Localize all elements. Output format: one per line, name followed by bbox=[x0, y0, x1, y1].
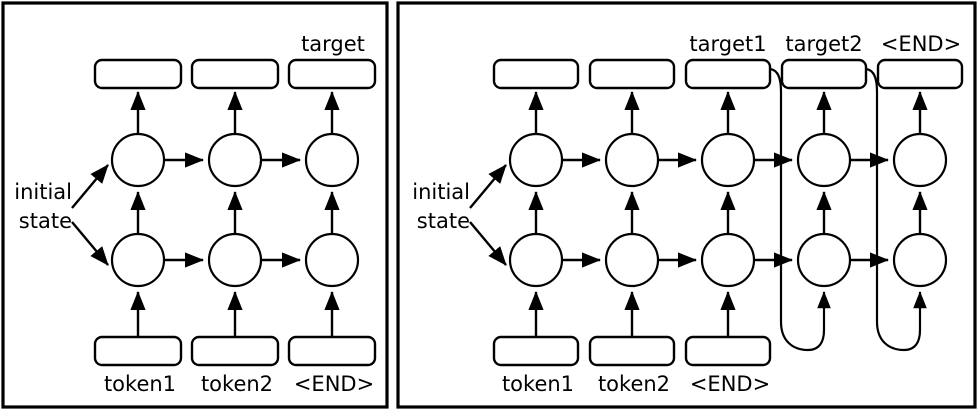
input-box-left-1[interactable] bbox=[93, 335, 183, 367]
hidden-node-top-right-1[interactable] bbox=[508, 132, 564, 188]
edge-initial-state-bottom-left bbox=[71, 221, 109, 266]
output-box-left-3[interactable] bbox=[287, 58, 377, 90]
hidden-node-bottom-right-4[interactable] bbox=[796, 232, 852, 288]
panel-border-right bbox=[396, 1, 977, 409]
training-panel: target initial state token1 token2 <END> bbox=[1, 1, 389, 409]
output-label-right-end: <END> bbox=[881, 32, 961, 56]
hidden-node-top-left-1[interactable] bbox=[110, 132, 166, 188]
output-box-right-5[interactable] bbox=[876, 58, 964, 90]
input-label-left-token2: token2 bbox=[201, 372, 273, 396]
input-box-left-2[interactable] bbox=[190, 335, 280, 367]
hidden-node-bottom-right-2[interactable] bbox=[604, 232, 660, 288]
initial-state-label-line2-right: state bbox=[417, 209, 470, 233]
hidden-node-bottom-left-2[interactable] bbox=[207, 232, 263, 288]
hidden-node-bottom-right-1[interactable] bbox=[508, 232, 564, 288]
input-box-right-3[interactable] bbox=[684, 335, 772, 367]
input-box-left-3[interactable] bbox=[287, 335, 377, 367]
feedback-loop-right-1 bbox=[769, 67, 831, 352]
feedback-loop-right-2 bbox=[865, 67, 927, 352]
initial-state-label-line2-left: state bbox=[19, 209, 72, 233]
inference-panel: target1 target2 <END> initial state toke… bbox=[396, 1, 977, 409]
initial-state-label-line1-right: initial bbox=[412, 180, 470, 204]
edge-initial-state-top-left bbox=[71, 164, 109, 209]
input-label-right-token1: token1 bbox=[502, 372, 574, 396]
initial-state-label-line1-left: initial bbox=[14, 180, 72, 204]
input-label-left-token1: token1 bbox=[104, 372, 176, 396]
hidden-node-top-left-3[interactable] bbox=[304, 132, 360, 188]
output-label-right-target1: target1 bbox=[689, 32, 766, 56]
edge-initial-state-bottom-right bbox=[469, 221, 507, 266]
input-box-right-2[interactable] bbox=[588, 335, 676, 367]
input-label-left-end: <END> bbox=[294, 372, 374, 396]
output-box-right-2[interactable] bbox=[588, 58, 676, 90]
hidden-node-top-right-5[interactable] bbox=[892, 132, 948, 188]
edge-initial-state-top-right bbox=[469, 164, 507, 209]
output-box-right-1[interactable] bbox=[492, 58, 580, 90]
hidden-node-top-right-2[interactable] bbox=[604, 132, 660, 188]
output-box-left-1[interactable] bbox=[93, 58, 183, 90]
output-label-right-target2: target2 bbox=[785, 32, 862, 56]
panel-border-left bbox=[1, 1, 389, 409]
hidden-node-bottom-left-3[interactable] bbox=[304, 232, 360, 288]
input-label-right-end: <END> bbox=[690, 372, 770, 396]
hidden-node-top-right-3[interactable] bbox=[700, 132, 756, 188]
hidden-node-bottom-left-1[interactable] bbox=[110, 232, 166, 288]
input-box-right-1[interactable] bbox=[492, 335, 580, 367]
hidden-node-top-left-2[interactable] bbox=[207, 132, 263, 188]
output-box-left-2[interactable] bbox=[190, 58, 280, 90]
output-box-right-3[interactable] bbox=[684, 58, 772, 90]
hidden-node-bottom-right-3[interactable] bbox=[700, 232, 756, 288]
output-label-left-target: target bbox=[301, 32, 365, 56]
output-box-right-4[interactable] bbox=[780, 58, 868, 90]
hidden-node-top-right-4[interactable] bbox=[796, 132, 852, 188]
hidden-node-bottom-right-5[interactable] bbox=[892, 232, 948, 288]
input-label-right-token2: token2 bbox=[598, 372, 670, 396]
